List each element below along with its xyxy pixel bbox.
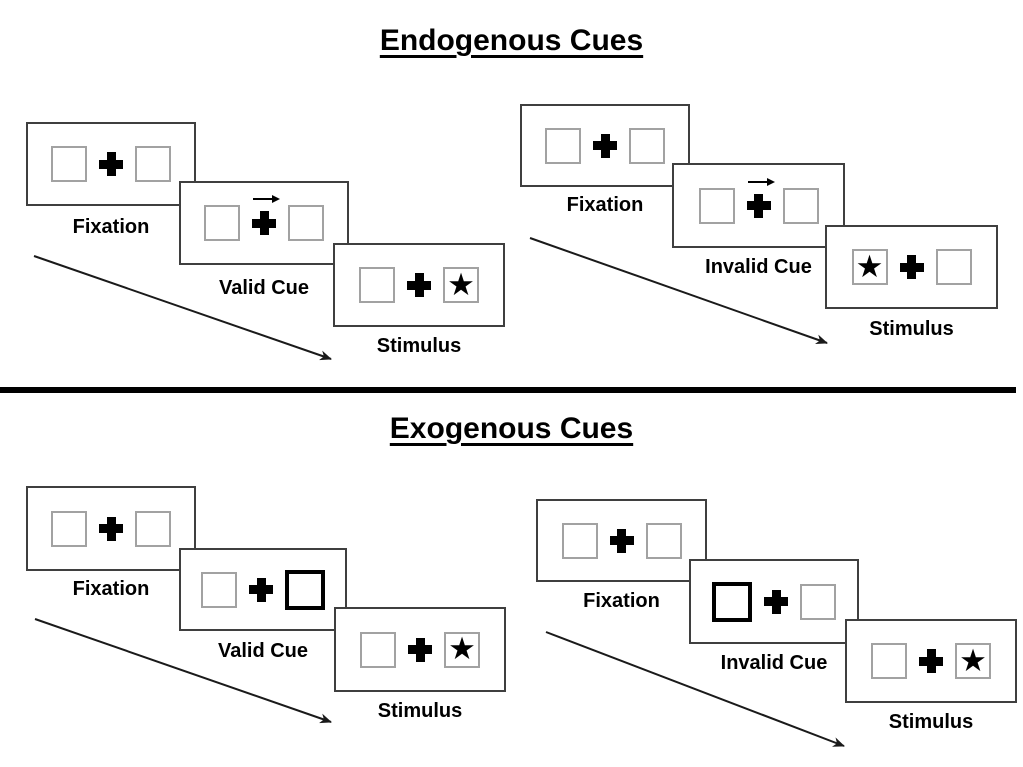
left-placeholder-box xyxy=(698,187,735,224)
panel-label: Invalid Cue xyxy=(705,256,812,278)
left-placeholder-box xyxy=(359,267,395,303)
panel-label: Stimulus xyxy=(376,335,462,357)
right-placeholder-box xyxy=(935,249,972,285)
right-placeholder-box xyxy=(629,127,665,164)
panel-label: Invalid Cue xyxy=(720,652,828,674)
left-placeholder-box xyxy=(201,571,237,608)
star-stimulus-icon: ★ xyxy=(448,631,476,666)
star-stimulus-icon: ★ xyxy=(959,642,987,678)
panel-label: Fixation xyxy=(72,578,150,600)
right-placeholder-box: ★ xyxy=(443,267,479,303)
stimulus-panel: ★ xyxy=(334,607,506,692)
panel-label: Fixation xyxy=(566,194,644,216)
star-stimulus-icon: ★ xyxy=(855,248,884,284)
fixation-panel xyxy=(26,486,196,571)
panel-label: Fixation xyxy=(583,590,660,612)
right-placeholder-box xyxy=(645,522,682,559)
right-placeholder-box xyxy=(135,146,171,182)
fixation-cross-icon xyxy=(899,255,924,279)
panel-label: Valid Cue xyxy=(218,277,310,299)
invalid-cue-panel xyxy=(689,559,859,644)
fixation-cross-icon xyxy=(746,177,775,218)
panel-label: Valid Cue xyxy=(217,640,309,662)
panel-label: Fixation xyxy=(72,216,150,238)
sequence-arrow xyxy=(529,237,828,345)
fixation-cross-icon xyxy=(99,516,123,541)
sequence-arrow xyxy=(34,618,332,724)
stimulus-panel: ★ xyxy=(845,619,1017,703)
right-arrow-icon xyxy=(747,177,775,186)
fixation-cross-icon xyxy=(249,577,273,602)
left-placeholder-box xyxy=(51,510,87,547)
sequence-arrow xyxy=(33,255,332,361)
valid-cue-panel xyxy=(179,548,347,631)
right-placeholder-box xyxy=(135,510,171,547)
right-placeholder-box: ★ xyxy=(955,643,991,679)
right-placeholder-box xyxy=(782,187,819,224)
fixation-cross-icon xyxy=(408,637,432,662)
left-placeholder-box xyxy=(561,522,598,559)
fixation-cross-icon xyxy=(593,133,617,158)
fixation-cross-icon xyxy=(764,589,788,614)
valid-cue-panel xyxy=(179,181,349,265)
bold-cue-box xyxy=(712,581,752,622)
section-title-exogenous: Exogenous Cues xyxy=(389,412,634,445)
bold-cue-box xyxy=(285,569,325,610)
left-placeholder-box xyxy=(545,127,581,164)
right-arrow-icon xyxy=(253,195,280,203)
star-stimulus-icon: ★ xyxy=(447,266,475,302)
left-placeholder-box xyxy=(51,146,87,182)
sequence-arrow xyxy=(545,631,845,747)
left-placeholder-box xyxy=(204,205,240,241)
stimulus-panel: ★ xyxy=(333,243,505,327)
left-placeholder-box xyxy=(871,643,907,679)
section-title-endogenous: Endogenous Cues xyxy=(379,24,644,57)
fixation-cross-icon xyxy=(609,528,634,553)
invalid-cue-panel xyxy=(672,163,845,248)
fixation-cross-icon xyxy=(407,273,431,297)
fixation-panel xyxy=(26,122,196,206)
fixation-panel xyxy=(520,104,690,187)
stimulus-panel: ★ xyxy=(825,225,998,309)
left-placeholder-box: ★ xyxy=(851,248,888,285)
panel-label: Stimulus xyxy=(377,700,463,722)
panel-label: Stimulus xyxy=(888,711,974,733)
right-placeholder-box xyxy=(800,583,836,620)
right-placeholder-box xyxy=(288,205,324,241)
right-placeholder-box: ★ xyxy=(444,631,480,668)
fixation-cross-icon xyxy=(99,152,123,176)
section-divider xyxy=(0,387,1016,393)
fixation-cross-icon xyxy=(919,649,943,673)
panel-label: Stimulus xyxy=(869,318,954,340)
fixation-cross-icon xyxy=(252,195,280,235)
left-placeholder-box xyxy=(360,631,396,668)
fixation-panel xyxy=(536,499,707,582)
